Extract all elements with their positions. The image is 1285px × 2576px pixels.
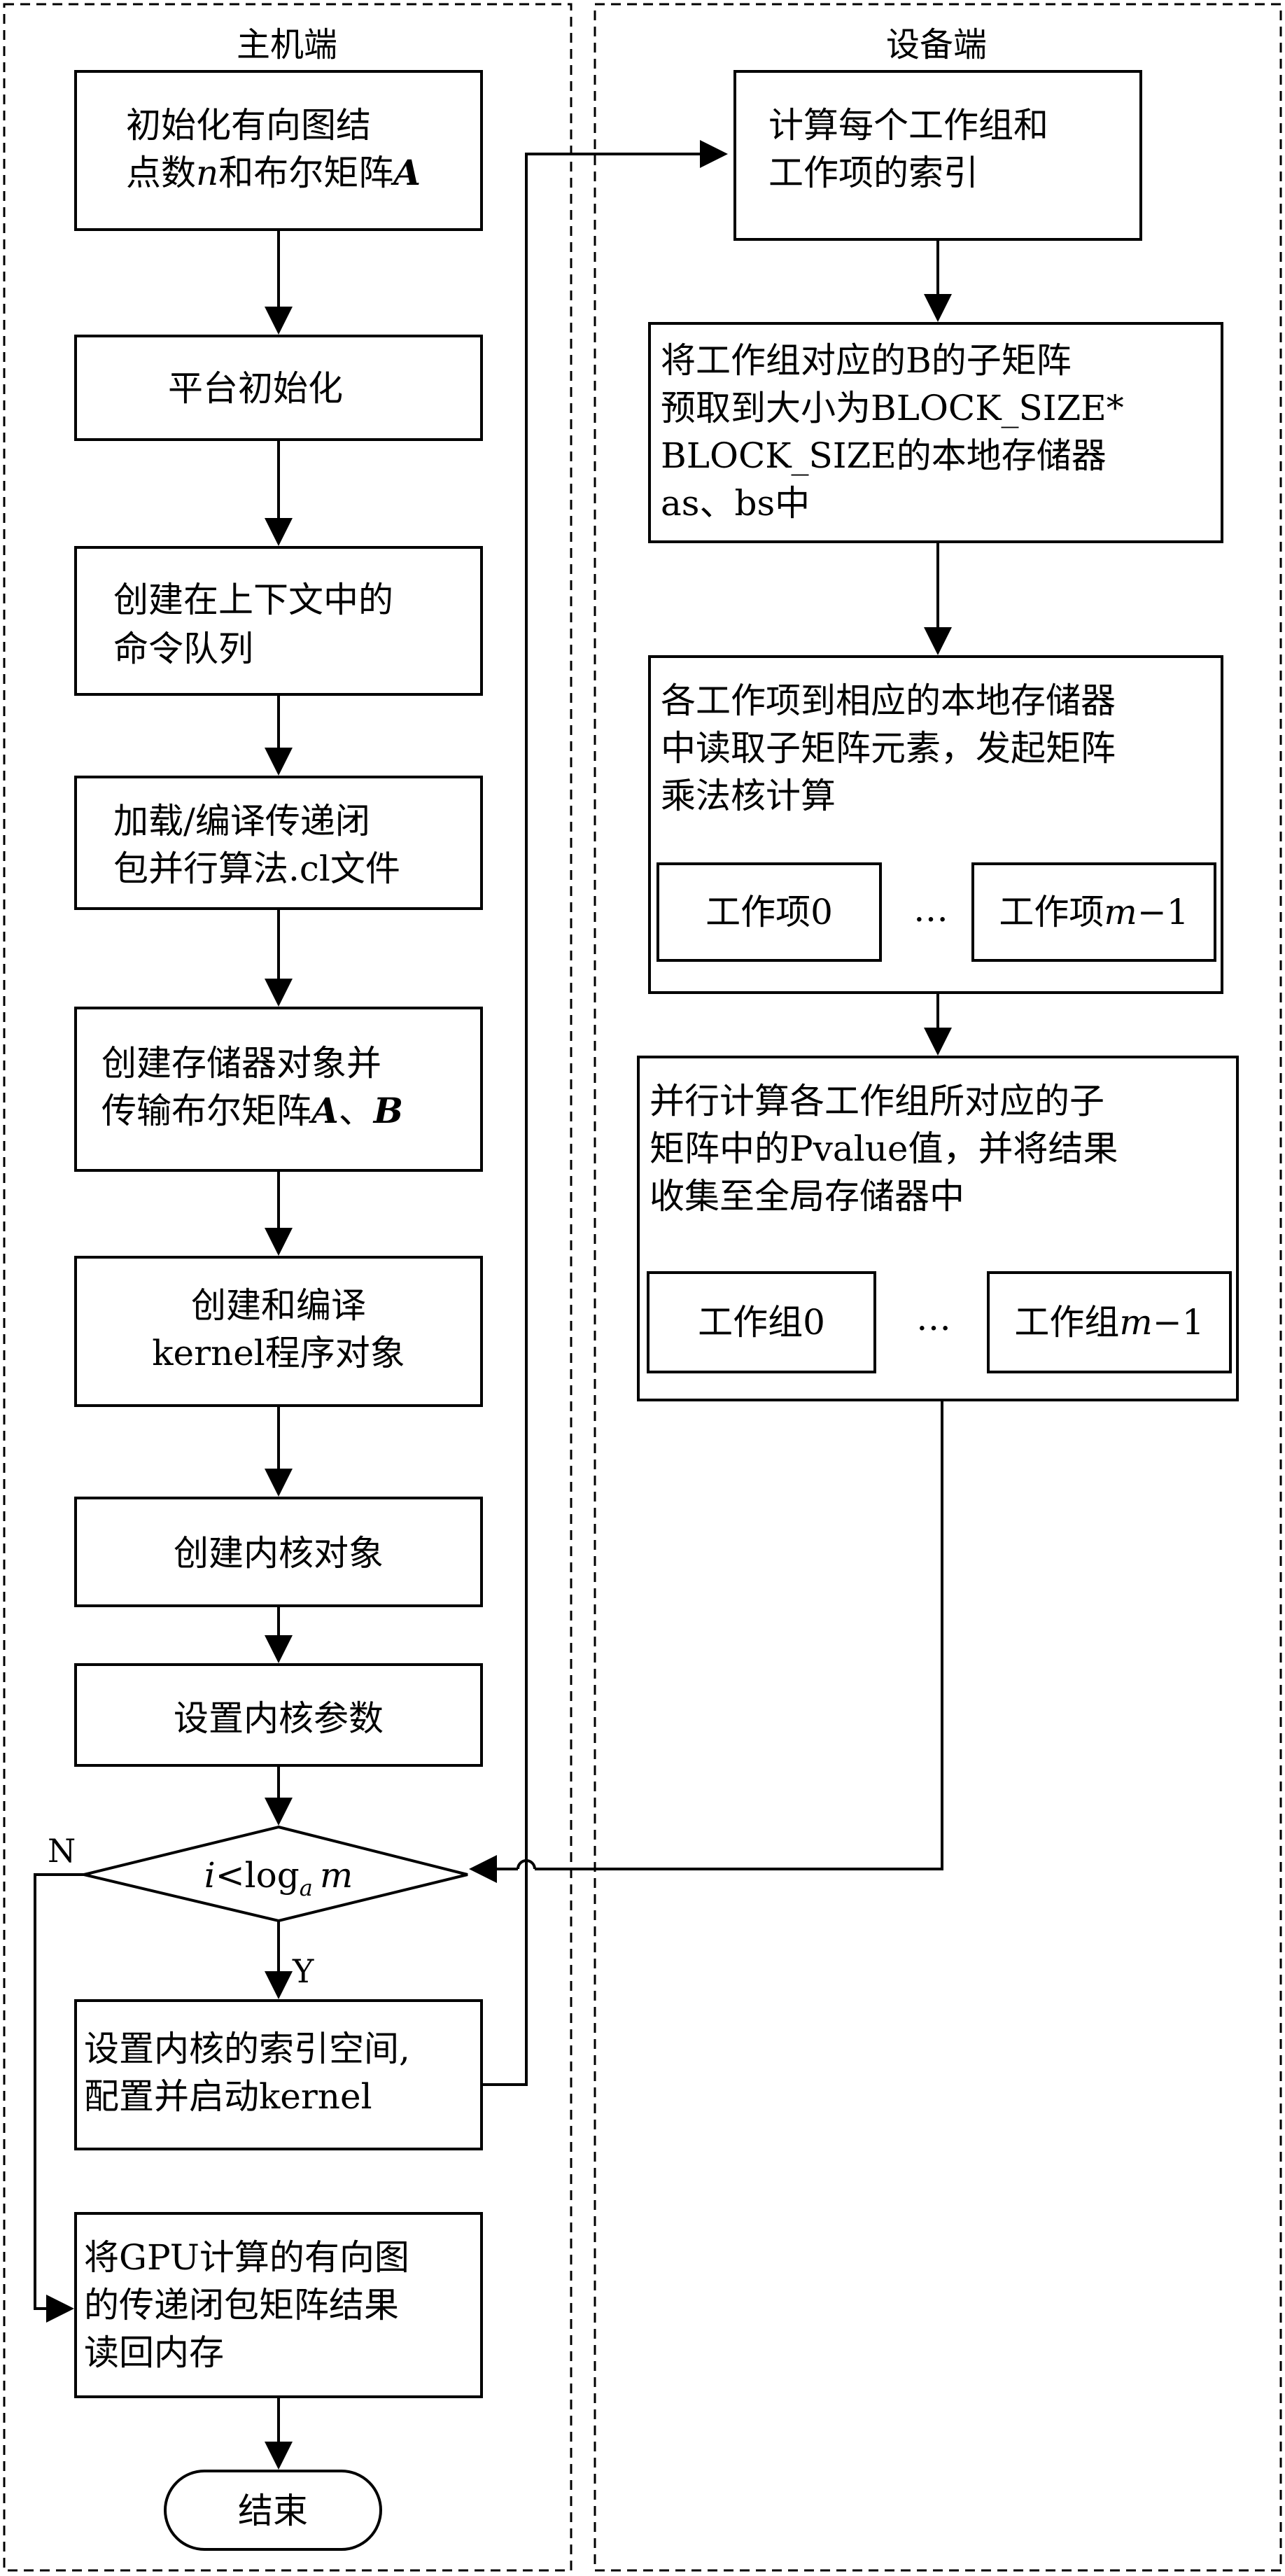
svg-text:工作项0: 工作项0 (705, 892, 833, 932)
host-step-kernel-args: 设置内核参数 (74, 1663, 483, 1767)
svg-text:平台初始化: 平台初始化 (168, 368, 343, 409)
host-flow-arrows (34, 140, 943, 2470)
svg-text:工作项的索引: 工作项的索引 (768, 153, 978, 193)
svg-text:工作组0: 工作组0 (698, 1302, 825, 1343)
svg-text:中读取子矩阵元素，发起矩阵: 中读取子矩阵元素，发起矩阵 (661, 728, 1116, 769)
host-step-command-queue: 创建在上下文中的 命令队列 (74, 546, 483, 696)
device-step-work-groups: 并行计算各工作组所对应的子 矩阵中的Pvalue值，并将结果 收集至全局存储器中… (637, 1056, 1239, 1401)
work-item-0: 工作项0 (656, 862, 882, 962)
yes-label: Y (292, 1952, 314, 1990)
svg-text:将GPU计算的有向图: 将GPU计算的有向图 (84, 2237, 409, 2278)
host-step-platform-init: 平台初始化 (74, 335, 483, 441)
work-group-ellipsis: … (916, 1298, 951, 1338)
svg-text:创建在上下文中的: 创建在上下文中的 (113, 580, 393, 620)
end-terminator: 结束 (164, 2470, 382, 2551)
svg-text:初始化有向图结: 初始化有向图结 (126, 105, 371, 146)
work-group-m-1: 工作组m−1 (987, 1271, 1232, 1373)
svg-text:加载/编译传递闭: 加载/编译传递闭 (113, 801, 370, 841)
host-step-kernel-program: 创建和编译 kernel程序对象 (74, 1256, 483, 1407)
no-label: N (48, 1832, 76, 1870)
svg-text:命令队列: 命令队列 (113, 629, 253, 669)
svg-text:设置内核的索引空间,: 设置内核的索引空间, (84, 2029, 410, 2069)
device-step-work-items: 各工作项到相应的本地存储器 中读取子矩阵元素，发起矩阵 乘法核计算 工作项0 …… (648, 655, 1223, 994)
host-lane (3, 3, 573, 2572)
svg-text:收集至全局存储器中: 收集至全局存储器中 (649, 1176, 964, 1217)
svg-text:工作组m−1: 工作组m−1 (1014, 1302, 1204, 1343)
svg-text:传输布尔矩阵A、B: 传输布尔矩阵A、B (101, 1090, 403, 1131)
host-step-memory-objects: 创建存储器对象并 传输布尔矩阵A、B (74, 1007, 483, 1172)
svg-text:将工作组对应的B的子矩阵: 将工作组对应的B的子矩阵 (661, 340, 1072, 381)
svg-text:创建存储器对象并: 创建存储器对象并 (101, 1043, 381, 1084)
host-lane-title: 主机端 (237, 25, 337, 64)
svg-text:as、bs中: as、bs中 (661, 483, 810, 524)
svg-text:创建和编译: 创建和编译 (191, 1285, 366, 1326)
svg-text:的传递闭包矩阵结果: 的传递闭包矩阵结果 (84, 2285, 399, 2325)
svg-text:读回内存: 读回内存 (84, 2332, 224, 2373)
svg-text:包并行算法.cl文件: 包并行算法.cl文件 (113, 848, 400, 889)
svg-text:计算每个工作组和: 计算每个工作组和 (768, 105, 1048, 146)
host-step-load-cl-file: 加载/编译传递闭 包并行算法.cl文件 (74, 776, 483, 910)
device-step-compute-index: 计算每个工作组和 工作项的索引 (733, 70, 1142, 241)
svg-text:BLOCK_SIZE的本地存储器: BLOCK_SIZE的本地存储器 (661, 435, 1107, 476)
svg-text:矩阵中的Pvalue值，并将结果: 矩阵中的Pvalue值，并将结果 (649, 1128, 1118, 1169)
work-group-0: 工作组0 (647, 1271, 876, 1373)
host-step-init-graph: 初始化有向图结 点数n和布尔矩阵A (74, 70, 483, 231)
svg-text:乘法核计算: 乘法核计算 (661, 776, 836, 816)
svg-text:设置内核参数: 设置内核参数 (174, 1698, 384, 1739)
svg-text:各工作项到相应的本地存储器: 各工作项到相应的本地存储器 (661, 680, 1116, 721)
svg-text:kernel程序对象: kernel程序对象 (152, 1333, 405, 1373)
svg-text:工作项m−1: 工作项m−1 (999, 892, 1188, 932)
device-step-prefetch-submatrix: 将工作组对应的B的子矩阵 预取到大小为BLOCK_SIZE* BLOCK_SIZ… (648, 322, 1223, 543)
svg-text:点数n和布尔矩阵A: 点数n和布尔矩阵A (126, 152, 421, 193)
host-step-launch-kernel: 设置内核的索引空间, 配置并启动kernel (74, 1999, 483, 2150)
device-lane (594, 3, 1282, 2572)
svg-text:结束: 结束 (238, 2491, 308, 2531)
device-lane-title: 设备端 (886, 25, 987, 64)
work-item-ellipsis: … (913, 889, 948, 930)
svg-text:并行计算各工作组所对应的子: 并行计算各工作组所对应的子 (649, 1081, 1104, 1121)
host-step-read-back: 将GPU计算的有向图 的传递闭包矩阵结果 读回内存 (74, 2212, 483, 2398)
svg-text:预取到大小为BLOCK_SIZE*: 预取到大小为BLOCK_SIZE* (661, 388, 1124, 428)
svg-text:配置并启动kernel: 配置并启动kernel (84, 2076, 372, 2117)
svg-text:创建内核对象: 创建内核对象 (174, 1533, 384, 1574)
host-step-kernel-object: 创建内核对象 (74, 1497, 483, 1607)
work-item-m-1: 工作项m−1 (971, 862, 1216, 962)
